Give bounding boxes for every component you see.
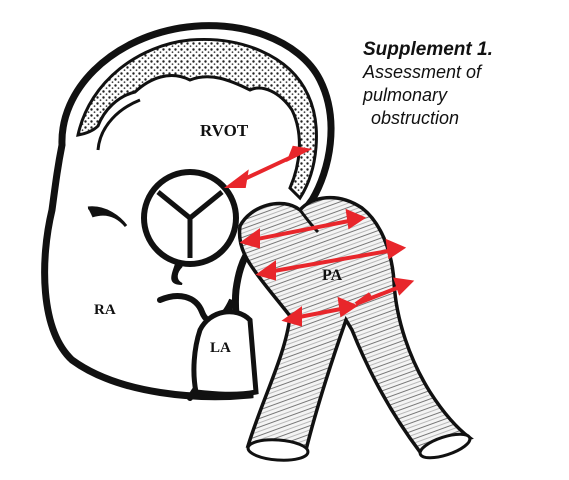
caption-line-1: Assessment of pulmonary	[363, 61, 563, 107]
caption-line-2: obstruction	[363, 107, 563, 130]
label-rvot: RVOT	[200, 121, 249, 140]
label-pa: PA	[322, 267, 343, 284]
caption-title: Supplement 1.	[363, 38, 563, 61]
pulmonary-valve	[144, 172, 236, 264]
label-ra: RA	[94, 302, 116, 318]
label-la: LA	[210, 340, 231, 356]
figure-caption: Supplement 1. Assessment of pulmonary ob…	[363, 38, 563, 130]
